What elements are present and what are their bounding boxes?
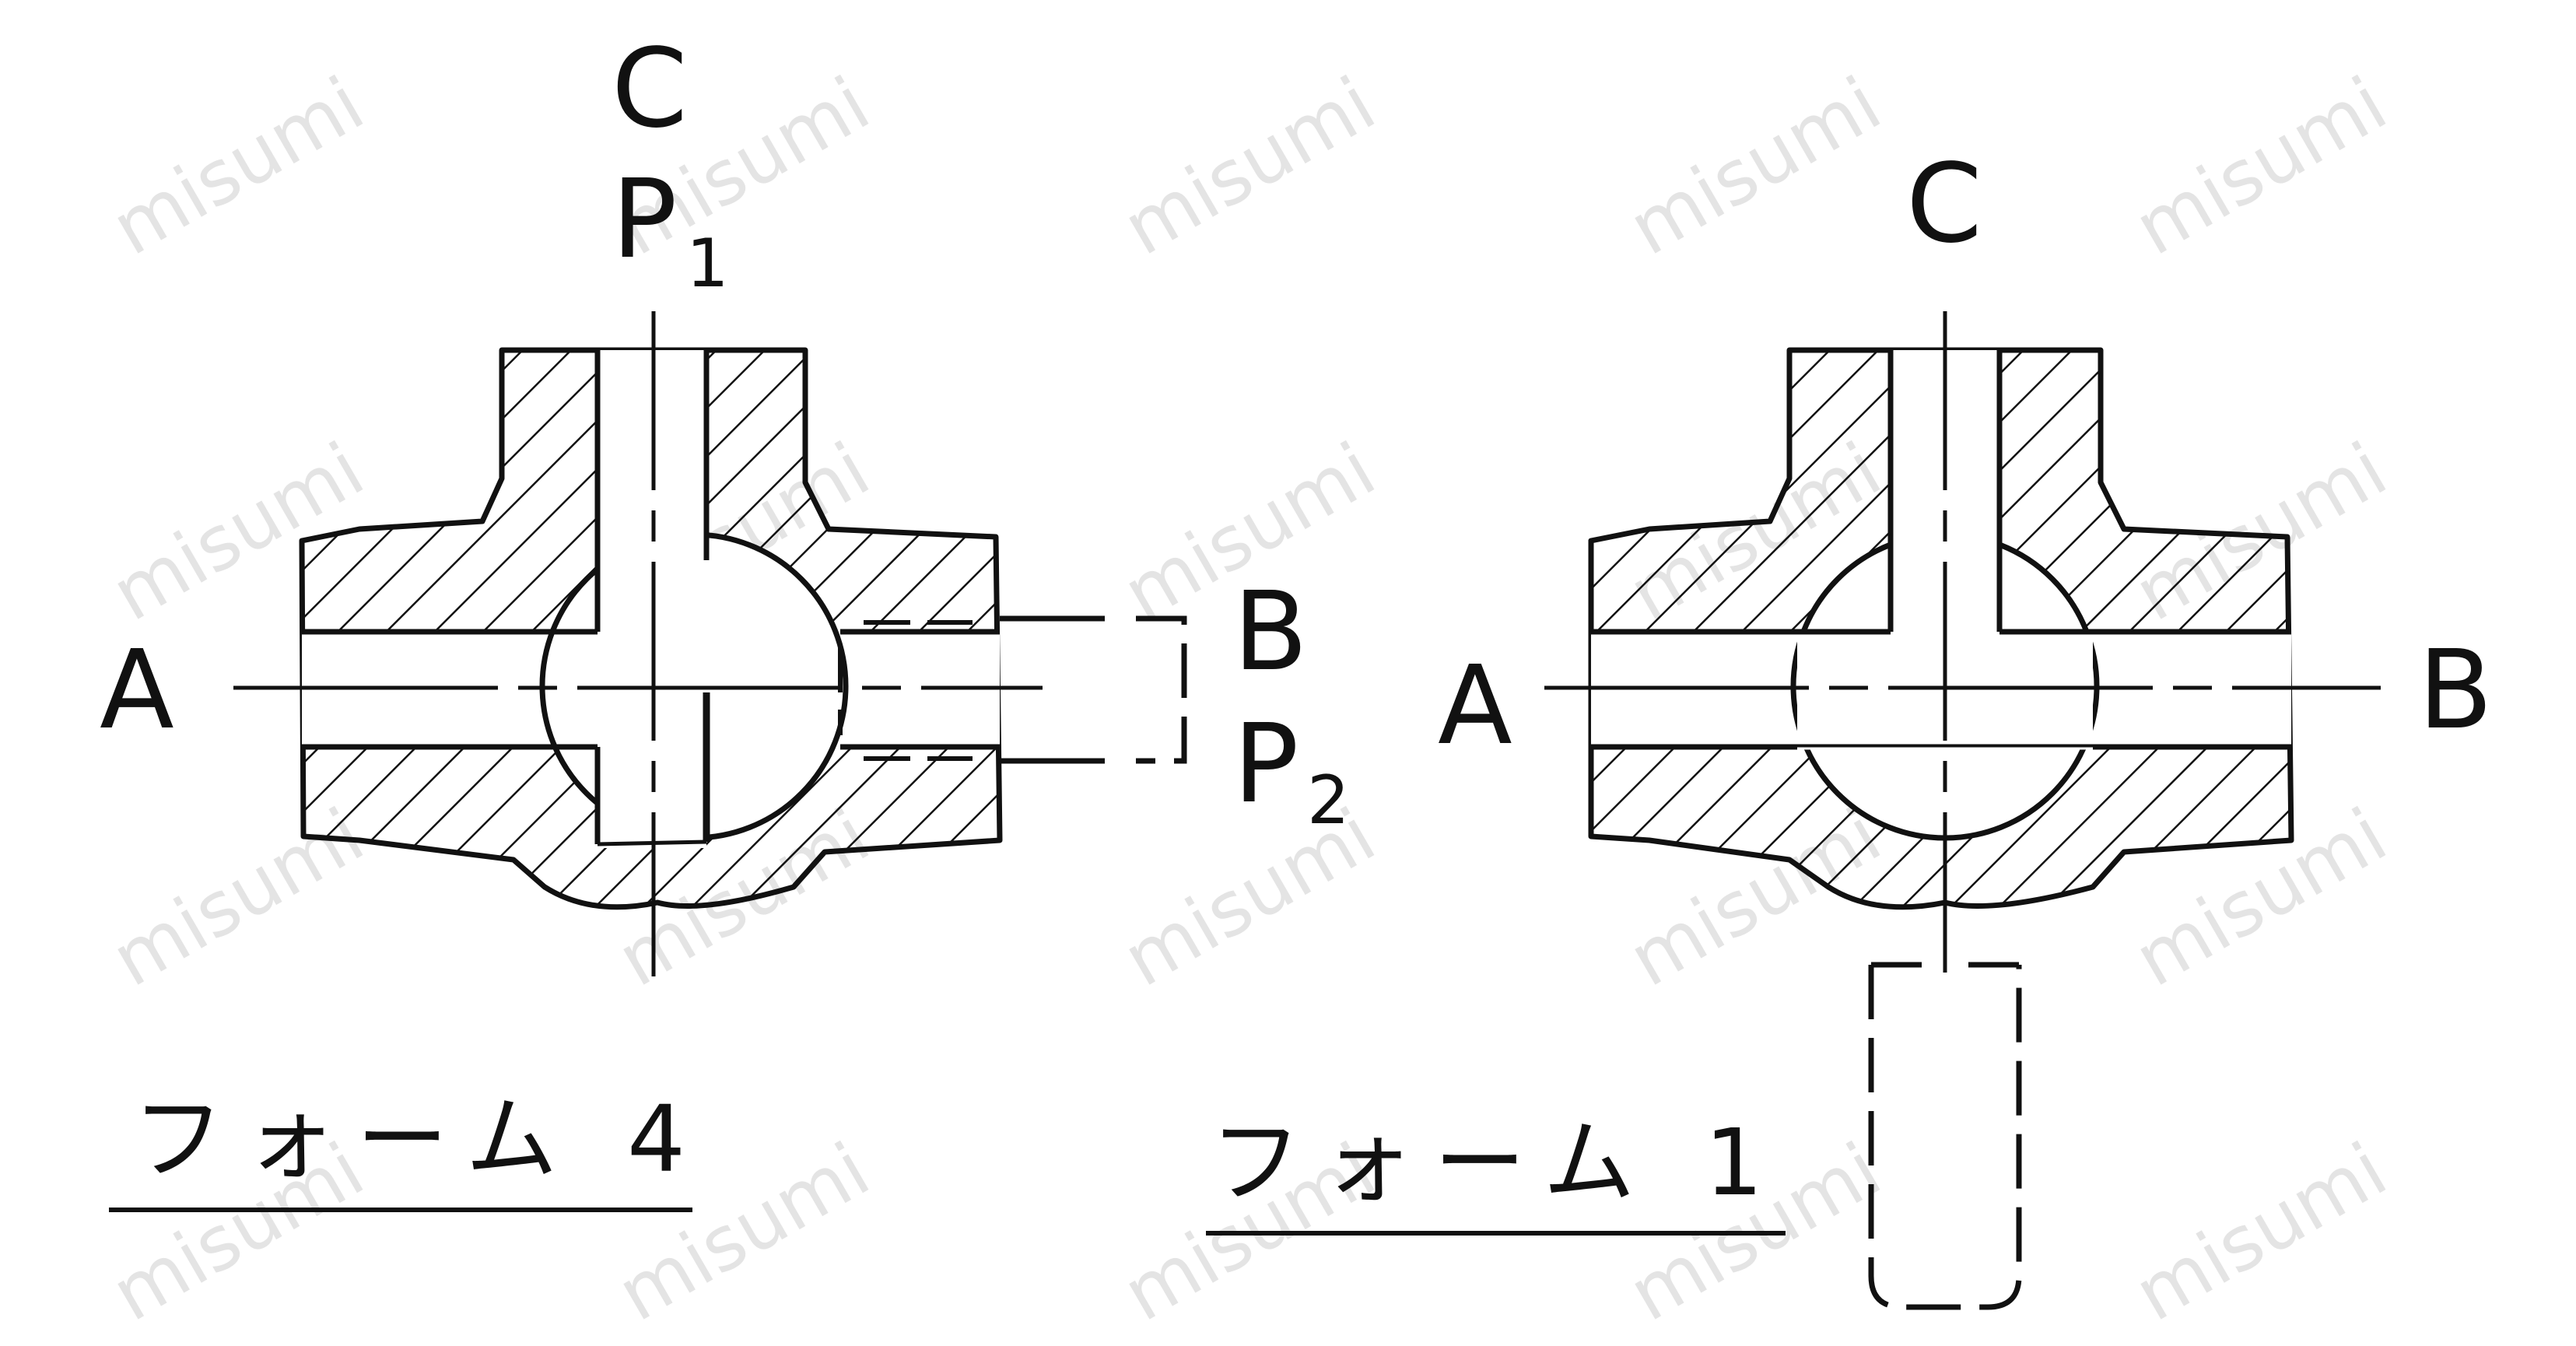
watermark: misumi: [1615, 60, 1895, 272]
watermark: misumi: [2121, 60, 2401, 272]
form1-caption: フォーム 1: [1210, 1109, 1783, 1216]
form1-handle-outline: [1868, 965, 2022, 1310]
watermark: misumi: [2121, 1126, 2401, 1338]
form1-label-a: A: [1438, 643, 1512, 769]
form4-label-p2: P: [1233, 701, 1299, 828]
form4-bracket: [1136, 615, 1187, 764]
form4-label-p1-sub: 1: [686, 225, 729, 303]
form4-label-p2-sub: 2: [1307, 762, 1350, 839]
form4-label-b: B: [1233, 569, 1308, 696]
form4-drawing: C P 1 A B P 2 フォーム 4: [100, 26, 1350, 1212]
form4-label-p1: P: [612, 156, 677, 283]
form4-caption: フォーム 4: [132, 1085, 706, 1193]
form4-label-a: A: [100, 627, 174, 754]
form1-label-c: C: [1906, 141, 1982, 268]
watermark: misumi: [98, 60, 378, 272]
form1-drawing: C A B フォーム 1: [1206, 141, 2493, 1310]
form4-label-c: C: [612, 26, 688, 152]
watermark: misumi: [1109, 60, 1390, 272]
form1-label-b: B: [2418, 627, 2493, 754]
